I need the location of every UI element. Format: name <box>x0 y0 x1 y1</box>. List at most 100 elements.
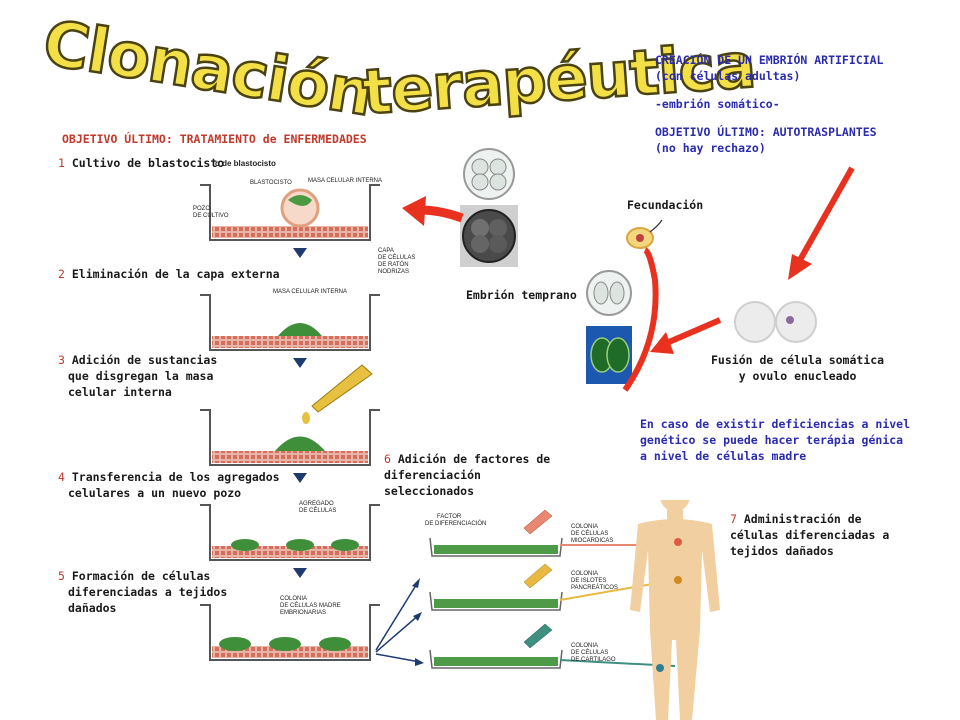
label-capa-line3: DE RATÓN <box>378 262 409 268</box>
step-1-number: 1 <box>58 156 65 170</box>
right-header-line2: (con células adultas) <box>655 69 801 83</box>
label-agregado-line2: DE CÉLULAS <box>299 508 337 514</box>
red-arrow-fusion-to-embryo <box>660 317 722 348</box>
label-fusion-line1: Fusión de célula somática <box>711 353 885 367</box>
label-terapia-line2: genético se puede hacer terápia génica <box>640 433 904 447</box>
label-colonia-madre-line2: DE CÉLULAS MADRE <box>280 603 341 609</box>
branch-arrow-2 <box>375 613 421 653</box>
fertilization-egg <box>626 219 663 249</box>
embryo-four-cell-dark <box>460 205 518 267</box>
label-blastocisto: BLASTOCISTO <box>250 180 292 186</box>
label-colonia-cartilago: COLONIA DE CÉLULAS DE CARTILAGO <box>571 643 616 664</box>
label-capa-line4: NODRIZAS <box>378 269 410 275</box>
step-1: 1 Cultivo de blastocisto <box>58 155 224 171</box>
step-3-line1: Adición de sustancias <box>71 353 218 367</box>
step-6-number: 6 <box>384 452 391 466</box>
step-4-line2: celulares a un nuevo pozo <box>68 486 242 500</box>
step-4-number: 4 <box>58 470 65 484</box>
fused-egg-cells <box>734 301 817 343</box>
label-colonia-islotes-line2: DE ISLOTES <box>571 578 607 584</box>
step-5-line1: Formación de células <box>71 569 211 583</box>
step-4-line1: Transferencia de los agregados <box>71 470 280 484</box>
red-arrowhead-left <box>402 196 426 226</box>
cartilage-marker <box>656 664 664 672</box>
culture-wells <box>200 184 380 661</box>
branch-arrowhead-3 <box>415 658 424 666</box>
label-colonia-miocardicas: COLONIA DE CÉLULAS MIOCARDICAS <box>571 524 613 545</box>
differentiation-dishes <box>375 500 720 720</box>
label-fecundacion: Fecundación <box>627 198 704 212</box>
red-arrowhead-fusion <box>650 332 674 354</box>
label-pozo-line2: DE CULTIVO <box>193 213 229 219</box>
well-1 <box>200 184 380 258</box>
label-fusion: Fusión de célula somática y ovulo enucle… <box>711 352 884 384</box>
label-colonia-miocardicas-line3: MIOCARDICAS <box>571 538 614 544</box>
embryo-two-cell-blue <box>586 326 632 384</box>
label-pozo-line1: POZO <box>193 206 211 212</box>
step-2: 2 Eliminación de la capa externa <box>58 266 280 282</box>
right-header: CREACIÓN DE UN EMBRIÓN ARTIFICIAL (con c… <box>655 52 883 156</box>
step-3-number: 3 <box>58 353 65 367</box>
right-header-line3: -embrión somático- <box>655 97 780 111</box>
step-5: 5 Formación de células diferenciadas a t… <box>58 568 227 616</box>
right-header-line4: OBJETIVO ÚLTIMO: AUTOTRASPLANTES <box>655 125 877 139</box>
embryo-two-cell-light <box>586 262 632 324</box>
step-2-number: 2 <box>58 267 65 281</box>
label-colonia-madre-line1: COLONIA <box>280 596 308 602</box>
step-7: 7 Administración de células diferenciada… <box>730 511 889 559</box>
red-arrow-header-to-fusion <box>797 166 855 262</box>
red-arrowhead-down <box>788 254 812 280</box>
label-factor-line1: FACTOR <box>437 514 462 520</box>
step-5-number: 5 <box>58 569 65 583</box>
label-masa-celular-interna-2: MASA CELULAR INTERNA <box>273 289 348 295</box>
label-masa-celular-interna: MASA CELULAR INTERNA <box>308 178 383 184</box>
step-3-line2: que disgregan la masa <box>68 369 214 383</box>
label-capa: CAPA DE CÉLULAS DE RATÓN NODRIZAS <box>378 248 415 276</box>
label-colonia-islotes-line1: COLONIA <box>571 571 599 577</box>
label-pozo: POZO DE CULTIVO <box>193 206 229 220</box>
well-2 <box>200 294 380 368</box>
step-4: 4 Transferencia de los agregados celular… <box>58 469 280 501</box>
label-colonia-cartilago-line3: DE CARTILAGO <box>571 657 616 663</box>
red-arrow-to-blastocyst <box>419 205 464 223</box>
step-3: 3 Adición de sustancias que disgregan la… <box>58 352 217 400</box>
label-colonia-cartilago-line2: DE CÉLULAS <box>571 650 609 656</box>
label-fusion-line2: y ovulo enucleado <box>738 369 857 383</box>
human-figure <box>630 500 720 720</box>
step-5-line3: dañados <box>68 601 117 615</box>
label-embrion-temprano: Embrión temprano <box>466 288 577 302</box>
step-1-text: Cultivo de blastocisto <box>71 156 225 170</box>
label-colonia-madre-line3: EMBRIONARIAS <box>280 610 327 616</box>
label-terapia-line3: a nivel de células madre <box>640 449 807 463</box>
step-6: 6 Adición de factores de diferenciación … <box>384 451 550 499</box>
label-colonia-madre: COLONIA DE CÉLULAS MADRE EMBRIONARIAS <box>280 596 341 617</box>
title-part1: Clonación <box>37 5 378 131</box>
embryo-cycle <box>402 145 855 392</box>
right-header-line1: CREACIÓN DE UN EMBRIÓN ARTIFICIAL <box>655 53 884 67</box>
label-colonia-cartilago-line1: COLONIA <box>571 643 599 649</box>
step-6-line2: diferenciación <box>384 468 481 482</box>
label-colonia-miocardicas-line1: COLONIA <box>571 524 599 530</box>
well-3 <box>200 409 380 483</box>
red-arrow-curve <box>622 247 659 392</box>
label-factor-line2: DE DIFERENCIACIÓN <box>425 521 487 527</box>
step-6-line1: Adición de factores de <box>397 452 551 466</box>
step-5-line2: diferenciadas a tejidos <box>68 585 228 599</box>
label-blastocisto-header: o de blastocisto <box>215 159 276 168</box>
dish-cartilago <box>429 623 676 669</box>
label-terapia: En caso de existir deficiencias a nivel … <box>640 416 910 464</box>
step-6-line3: seleccionados <box>384 484 475 498</box>
pancreas-marker <box>674 576 682 584</box>
branch-arrowhead-2 <box>413 612 422 621</box>
label-colonia-islotes-line3: PANCREÁTICOS <box>571 585 618 591</box>
label-terapia-line1: En caso de existir deficiencias a nivel <box>640 417 911 431</box>
step-7-line1: Administración de <box>743 512 862 526</box>
step-7-line3: tejidos dañados <box>730 544 834 558</box>
well-5 <box>200 604 380 661</box>
branch-arrowhead-1 <box>412 578 420 588</box>
step-3-line3: celular interna <box>68 385 172 399</box>
label-colonia-islotes: COLONIA DE ISLOTES PANCREÁTICOS <box>571 571 618 592</box>
right-header-line5: (no hay rechazo) <box>655 141 766 155</box>
label-capa-line2: DE CÉLULAS <box>378 255 416 261</box>
label-capa-line1: CAPA <box>378 248 394 254</box>
